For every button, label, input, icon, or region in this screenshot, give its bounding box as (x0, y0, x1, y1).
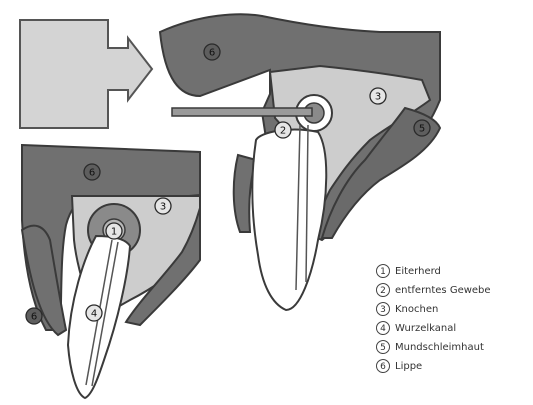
legend-number: 4 (376, 321, 390, 335)
instrument (172, 108, 312, 116)
marker-number: 2 (280, 126, 286, 137)
legend-number: 1 (376, 264, 390, 278)
legend: 1 Eiterherd 2 entferntes Gewebe 3 Knoche… (376, 262, 532, 376)
marker-eiterherd: 1 (106, 223, 122, 239)
legend-number: 2 (376, 283, 390, 297)
legend-number: 6 (376, 359, 390, 373)
marker-number: 6 (31, 312, 37, 323)
marker-number: 3 (375, 92, 381, 103)
marker-number: 6 (209, 48, 215, 59)
legend-label: entferntes Gewebe (395, 285, 491, 296)
legend-label: Eiterherd (395, 266, 441, 277)
marker-entferntes-gewebe: 2 (275, 122, 291, 138)
legend-label: Wurzelkanal (395, 323, 456, 334)
marker-lippe: 6 (26, 308, 42, 324)
marker-number: 1 (111, 227, 117, 238)
marker-wurzelkanal: 4 (86, 305, 102, 321)
legend-label: Lippe (395, 361, 422, 372)
marker-number: 5 (419, 124, 425, 135)
marker-mundschleimhaut: 5 (414, 120, 430, 136)
legend-number: 5 (376, 340, 390, 354)
legend-item: 6 Lippe (376, 357, 532, 375)
legend-item: 5 Mundschleimhaut (376, 338, 532, 356)
legend-item: 4 Wurzelkanal (376, 319, 532, 337)
legend-label: Mundschleimhaut (395, 342, 484, 353)
marker-lippe: 6 (204, 44, 220, 60)
marker-lippe: 6 (84, 164, 100, 180)
marker-knochen: 3 (155, 198, 171, 214)
marker-number: 3 (160, 202, 166, 213)
legend-item: 2 entferntes Gewebe (376, 281, 532, 299)
transition-arrow (20, 20, 152, 128)
marker-number: 6 (89, 168, 95, 179)
legend-item: 1 Eiterherd (376, 262, 532, 280)
marker-number: 4 (91, 309, 97, 320)
legend-item: 3 Knochen (376, 300, 532, 318)
legend-label: Knochen (395, 304, 438, 315)
before-section (22, 145, 200, 398)
marker-knochen: 3 (370, 88, 386, 104)
tooth-after (252, 130, 326, 310)
legend-number: 3 (376, 302, 390, 316)
